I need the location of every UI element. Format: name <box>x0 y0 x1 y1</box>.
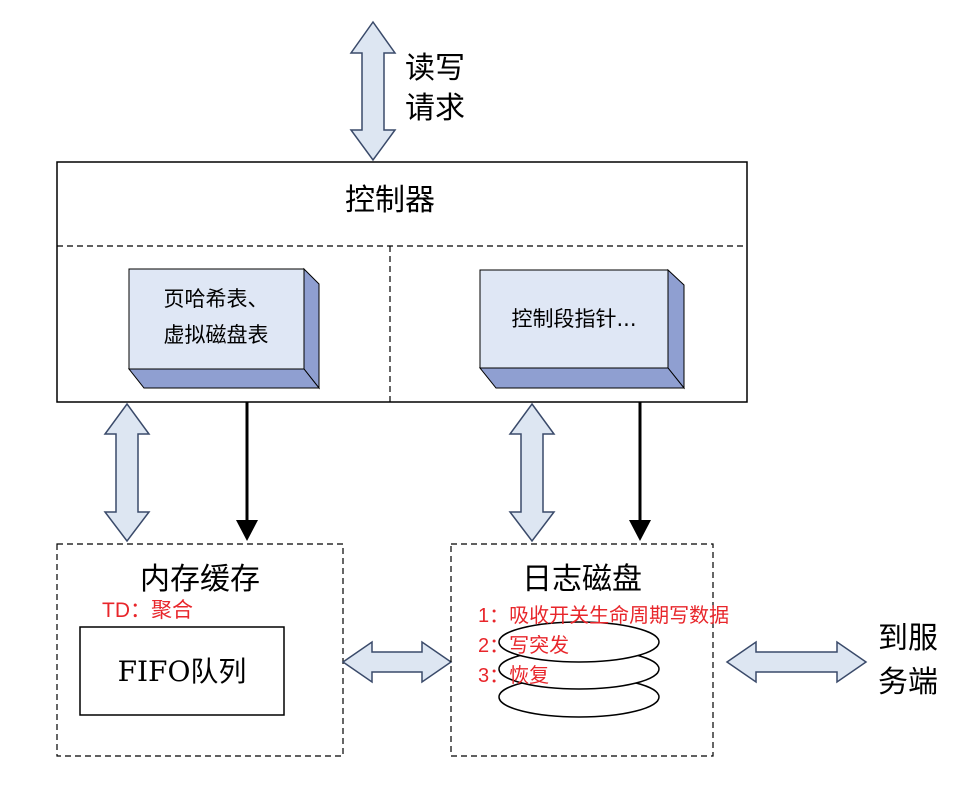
memory-cache-title: 内存缓存 <box>140 562 260 597</box>
log-disk-item-2: 2：写突发 <box>478 634 569 657</box>
logdisk-server-double-arrow <box>725 640 868 684</box>
log-disk-item-1: 1：吸收开关生命周期写数据 <box>478 604 729 627</box>
read-write-label-line1: 读写 <box>405 51 465 86</box>
controller-to-memory-arrowhead <box>236 520 258 541</box>
td-note: TD：聚合 <box>102 599 193 622</box>
control-segment-box: 控制段指针... <box>478 268 686 390</box>
fifo-queue-box <box>79 626 285 716</box>
log-disk-box <box>450 543 714 757</box>
to-server-label-line2: 务端 <box>878 665 938 700</box>
fifo-queue-label: FIFO队列 <box>118 655 247 688</box>
control-segment-label: 控制段指针... <box>511 307 636 331</box>
controller-memory-double-arrow <box>103 402 151 543</box>
read-write-double-arrow <box>349 20 397 162</box>
log-disk-title: 日志磁盘 <box>522 562 642 597</box>
page-hash-table-box: 页哈希表、 虚拟磁盘表 <box>127 267 321 390</box>
memory-logdisk-double-arrow <box>341 640 453 684</box>
read-write-label-line2: 请求 <box>405 91 465 126</box>
controller-title: 控制器 <box>345 183 435 218</box>
disk-stack-icon <box>498 621 660 718</box>
memory-cache-box <box>56 543 344 757</box>
log-disk-item-3: 3：恢复 <box>478 664 549 687</box>
page-hash-label-line2: 虚拟磁盘表 <box>164 323 269 347</box>
controller-to-logdisk-arrowhead <box>629 520 651 541</box>
controller-logdisk-double-arrow <box>508 402 556 543</box>
page-hash-label-line1: 页哈希表、 <box>164 287 269 311</box>
to-server-label-line1: 到服 <box>878 621 938 656</box>
